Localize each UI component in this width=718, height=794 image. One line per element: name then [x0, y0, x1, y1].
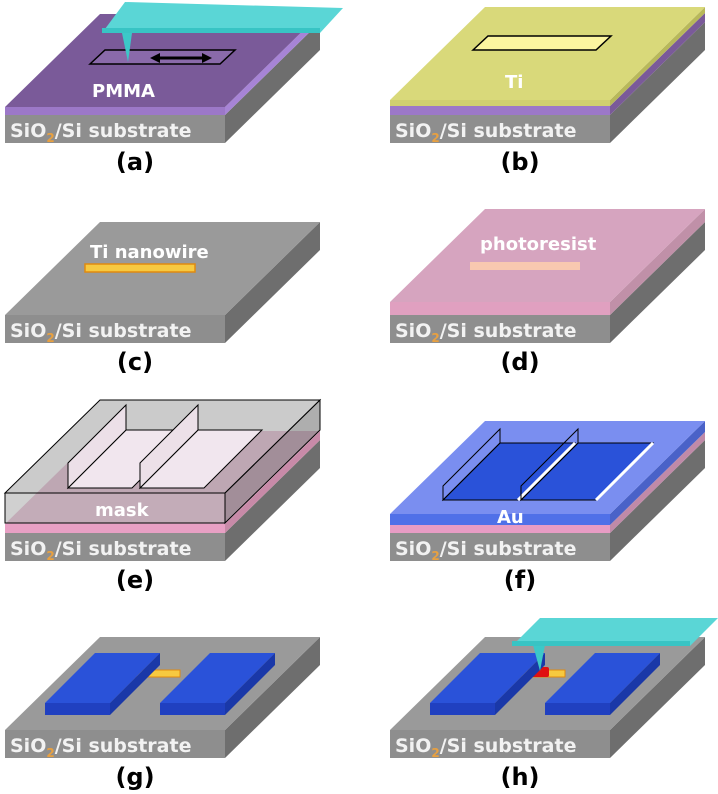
caption-e: (e): [116, 566, 154, 594]
caption-h: (h): [500, 763, 539, 791]
panel-f: SiO2/Si substrate Au (f): [390, 421, 705, 594]
caption-f: (f): [504, 566, 536, 594]
caption-d: (d): [500, 348, 539, 376]
caption-b: (b): [500, 148, 539, 176]
substrate-label: SiO2/Si substrate: [395, 538, 576, 563]
layer-label-mask: mask: [95, 500, 150, 521]
au-electrode-left: [430, 653, 545, 715]
substrate-label: SiO2/Si substrate: [10, 320, 191, 345]
photomask: [3, 398, 322, 525]
substrate-label: SiO2/Si substrate: [10, 735, 191, 760]
panel-h: SiO2/Si substrate (h): [390, 618, 718, 791]
caption-g: (g): [115, 763, 154, 791]
substrate-label: SiO2/Si substrate: [10, 538, 191, 563]
substrate-label: SiO2/Si substrate: [10, 120, 191, 145]
substrate: SiO2/Si substrate: [5, 637, 320, 760]
layer-label-au: Au: [497, 507, 524, 528]
afm-tip-icon: [122, 33, 132, 62]
layer-label-ti-nanowire: Ti nanowire: [90, 242, 209, 263]
substrate: SiO2/Si substrate: [5, 440, 320, 563]
panel-a: SiO2/Si substrate PMMA (a): [5, 2, 343, 176]
panel-e: SiO2/Si substrate mask (e): [3, 398, 322, 594]
au-electrode-right: [545, 653, 660, 715]
substrate-label: SiO2/Si substrate: [395, 120, 576, 145]
ti-nanowire: [84, 263, 196, 273]
substrate: SiO2/Si substrate: [390, 637, 705, 760]
ti-trench: [471, 35, 613, 51]
substrate: SiO2/Si substrate: [5, 222, 320, 345]
layer-label-photoresist: photoresist: [480, 234, 597, 255]
au-electrode-right: [160, 653, 275, 715]
layer-label-ti: Ti: [505, 72, 523, 93]
panel-d: SiO2/Si substrate photoresist (d): [390, 209, 705, 376]
panel-c: SiO2/Si substrate Ti nanowire (c): [5, 222, 320, 376]
nanowire-under-resist: [470, 262, 580, 270]
panel-b: SiO2/Si substrate Ti (b): [390, 7, 705, 176]
substrate: SiO2/Si substrate: [390, 222, 705, 345]
panel-g: SiO2/Si substrate (g): [5, 637, 320, 791]
substrate: SiO2/Si substrate: [5, 22, 320, 145]
au-electrode-left: [45, 653, 160, 715]
substrate-label: SiO2/Si substrate: [395, 320, 576, 345]
substrate: SiO2/Si substrate: [390, 22, 705, 145]
afm-tip-icon: [533, 645, 545, 671]
caption-c: (c): [117, 348, 153, 376]
caption-a: (a): [116, 148, 154, 176]
substrate: SiO2/Si substrate: [390, 440, 705, 563]
substrate-label: SiO2/Si substrate: [395, 735, 576, 760]
afm-cantilever: [512, 618, 718, 646]
layer-label-pmma: PMMA: [92, 81, 155, 102]
afm-cantilever: [102, 2, 343, 33]
